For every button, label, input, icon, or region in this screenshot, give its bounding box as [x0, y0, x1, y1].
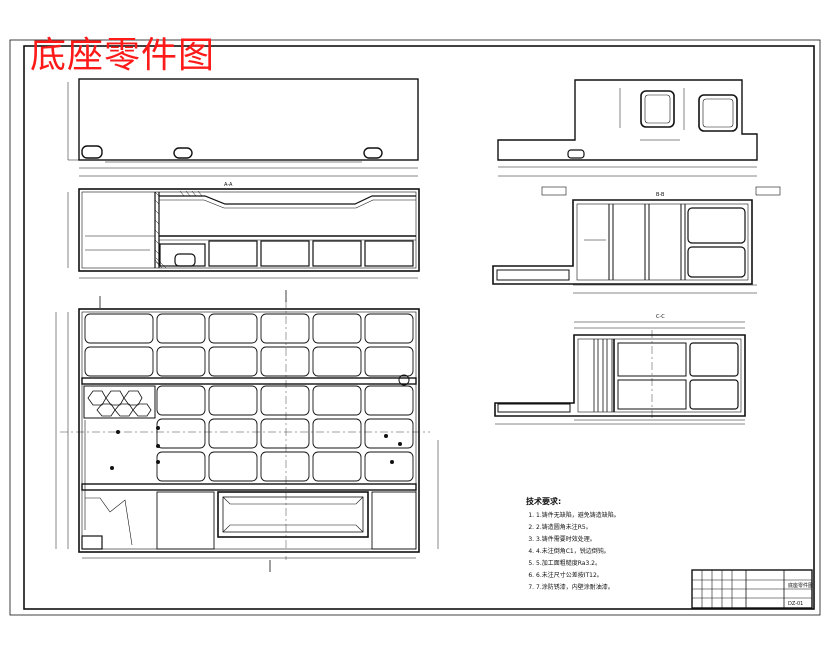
note-item: 6.未注尺寸公差按IT12。 — [536, 570, 706, 582]
notes-list: 1.铸件无缺陷，避免铸造缺陷。 2.铸造圆角未注R5。 3.铸件需要时效处理。 … — [526, 510, 706, 594]
technical-requirements: 技术要求: 1.铸件无缺陷，避免铸造缺陷。 2.铸造圆角未注R5。 3.铸件需要… — [526, 496, 706, 594]
section-a-a-view — [67, 188, 420, 279]
title-block-drawing-no: DZ-01 — [788, 601, 803, 607]
drawing-title: 底座零件图 — [30, 35, 216, 76]
front-elevation-view — [67, 78, 419, 177]
title-block-part-name: 底座零件图 — [788, 582, 813, 589]
plan-view — [55, 290, 439, 572]
section-c-c-view — [494, 321, 746, 425]
note-item: 2.铸造圆角未注R5。 — [536, 522, 706, 534]
section-label-a: A-A — [224, 182, 233, 188]
note-item: 4.未注倒角C1，锐边倒钝。 — [536, 546, 706, 558]
note-item: 7.涂防锈漆，内壁涂耐油漆。 — [536, 582, 706, 594]
inner-frame — [23, 45, 815, 610]
hatch-a-a — [154, 190, 203, 269]
plan-holes — [110, 426, 402, 470]
section-b-b-view — [492, 186, 781, 294]
note-item: 5.加工面粗糙度Ra3.2。 — [536, 558, 706, 570]
title-block — [691, 569, 813, 609]
side-elevation-view — [497, 79, 758, 177]
note-item: 3.铸件需要时效处理。 — [536, 534, 706, 546]
section-label-b: B-B — [656, 192, 665, 198]
outer-frame — [9, 39, 821, 616]
notes-heading: 技术要求: — [526, 497, 562, 506]
section-label-c: C-C — [656, 314, 665, 320]
note-item: 1.铸件无缺陷，避免铸造缺陷。 — [536, 510, 706, 522]
